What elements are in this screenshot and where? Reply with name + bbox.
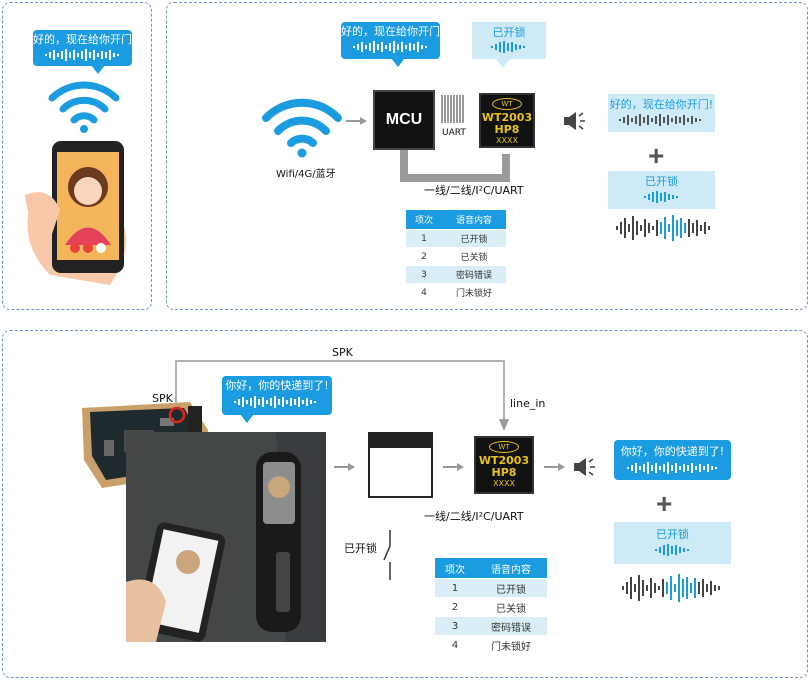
uart-lines-icon <box>441 95 464 123</box>
spk-top-label: SPK <box>332 346 353 359</box>
waveform-icon <box>44 49 119 61</box>
plus-sign: + <box>656 488 673 519</box>
smart-door-lock-photo <box>126 432 326 642</box>
table-cell: 已开锁 <box>475 578 547 598</box>
waveform-icon <box>352 41 427 53</box>
chip-code: XXXX <box>496 136 518 145</box>
table-cell: 1 <box>435 578 475 598</box>
waveform-icon <box>643 191 678 203</box>
output-bubble-text: 已开锁 <box>645 175 678 188</box>
col-header-index: 项次 <box>435 558 475 579</box>
mcu-bubble-text: 好的，现在给你开门! <box>341 25 445 38</box>
waveform-icon <box>234 396 316 408</box>
uart-label: UART <box>442 128 466 138</box>
output-voice-bubble-2: 已开锁 <box>614 522 731 564</box>
table-cell: 3 <box>406 265 442 284</box>
table-cell: 已开锁 <box>442 229 506 248</box>
switch-label: 已开锁 <box>344 542 377 555</box>
spk-routing-line <box>175 360 509 431</box>
arrow-right-icon <box>443 463 464 471</box>
speaker-icon <box>574 458 595 476</box>
arrow-right-icon <box>544 463 565 471</box>
waveform-icon <box>491 41 525 53</box>
bus-label: 一线/二线/I²C/UART <box>424 510 524 523</box>
spk-left-label: SPK <box>152 392 173 405</box>
wt2003-chip: WT WT2003 HP8 XXXX <box>479 93 535 148</box>
chip-code: XXXX <box>493 479 515 488</box>
table-cell: 3 <box>435 616 475 636</box>
output-voice-bubble-2: 已开锁 <box>608 171 715 209</box>
mixed-waveform-icon <box>622 574 720 602</box>
phone-bubble-text: 好的，现在给你开门! <box>33 33 137 46</box>
board-speech-bubble: 你好，你的快递到了! <box>222 376 332 423</box>
phone-hand-illustration <box>25 141 126 285</box>
table-cell: 门未锁好 <box>442 283 506 301</box>
output-voice-bubble-1: 好的，现在给你开门! <box>608 94 715 132</box>
chip-model: WT2003 <box>481 111 533 124</box>
mcu-chip: MCU <box>373 90 435 150</box>
col-header-content: 语音内容 <box>475 558 547 579</box>
phone-speech-bubble: 好的，现在给你开门! <box>33 30 137 74</box>
table-cell: 2 <box>406 247 442 266</box>
table-cell: 1 <box>406 229 442 248</box>
table-cell: 已关锁 <box>475 597 547 617</box>
board-bubble-text: 你好，你的快递到了! <box>225 379 329 392</box>
col-header-content: 语音内容 <box>442 210 506 230</box>
table-cell: 密码错误 <box>442 265 506 284</box>
waveform-icon <box>626 462 717 474</box>
wt2003-chip: WT WT2003 HP8 XXXX <box>474 436 534 494</box>
mcu-speech-bubble: 好的，现在给你开门! <box>341 22 445 67</box>
plus-sign: + <box>648 140 665 171</box>
wifi-icon <box>48 81 120 133</box>
mixed-waveform-icon <box>616 215 710 241</box>
arrow-right-icon <box>346 117 367 125</box>
waveform-icon <box>654 544 689 556</box>
bus-label: 一线/二线/I²C/UART <box>424 184 524 197</box>
table-cell: 2 <box>435 597 475 617</box>
wt-logo: WT <box>492 98 522 110</box>
chip-variant: HP8 <box>491 466 517 479</box>
wifi-label: Wifi/4G/蓝牙 <box>276 169 336 180</box>
table-cell: 门未锁好 <box>475 635 547 654</box>
mcu-label: MCU <box>385 111 423 128</box>
table-cell: 4 <box>435 635 475 654</box>
wifi-icon <box>262 98 342 158</box>
output-voice-bubble-1: 你好，你的快递到了! <box>614 440 731 480</box>
unlocked-bubble: 已开锁 <box>472 22 546 68</box>
table-cell: 密码错误 <box>475 616 547 636</box>
wt-logo: WT <box>489 441 519 453</box>
chip-variant: HP8 <box>494 123 520 136</box>
output-bubble-text: 好的，现在给你开门! <box>609 98 714 111</box>
output-bubble-text: 已开锁 <box>656 528 689 541</box>
table-cell: 4 <box>406 283 442 301</box>
chip-model: WT2003 <box>478 454 530 467</box>
unlocked-bubble-text: 已开锁 <box>492 26 526 39</box>
switch-symbol <box>383 530 391 580</box>
bus-connector <box>400 150 510 182</box>
arrow-right-icon <box>334 463 355 471</box>
col-header-index: 项次 <box>406 210 442 230</box>
waveform-icon <box>618 114 701 126</box>
table-cell: 已关锁 <box>442 247 506 266</box>
output-bubble-text: 你好，你的快递到了! <box>620 445 725 458</box>
line-in-label: line_in <box>510 397 546 410</box>
speaker-icon <box>564 112 585 130</box>
mcu-chip-blank <box>368 432 433 498</box>
